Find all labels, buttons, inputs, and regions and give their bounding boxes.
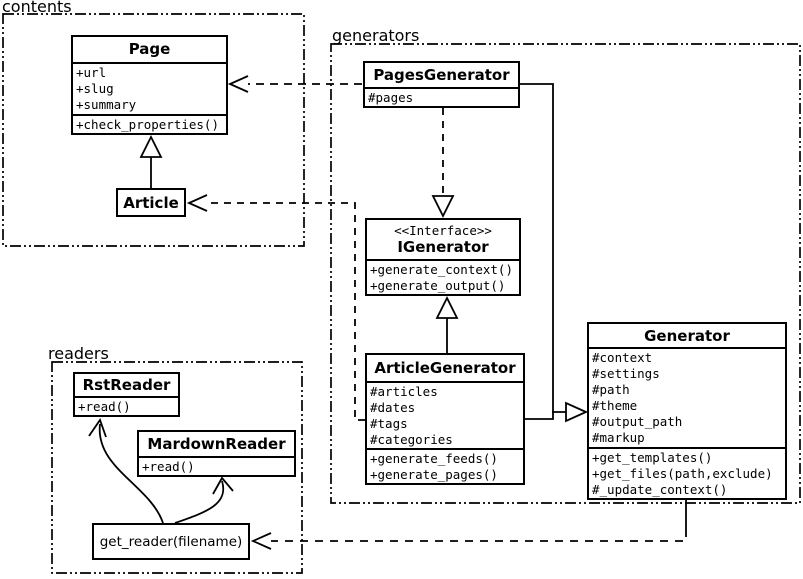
class-name: Page (128, 40, 171, 59)
realization-triangle-icon (431, 195, 455, 219)
attribute: #articles (370, 383, 438, 399)
class-box-generator: Generator #context #settings #path #them… (587, 322, 787, 500)
readers-package-border (51, 361, 303, 574)
method: +generate_context() (370, 262, 513, 277)
package-label-readers: readers (48, 344, 109, 363)
attributes-compartment: #pages (365, 87, 518, 106)
method: +read() (142, 459, 195, 474)
attributes-compartment: #articles #dates #tags #categories (367, 380, 523, 448)
open-arrowhead-icon (212, 476, 234, 495)
attribute: #dates (370, 399, 416, 415)
attribute: #tags (370, 415, 408, 431)
attribute: #pages (368, 90, 414, 105)
function-box-get-reader: get_reader(filename) (92, 523, 250, 560)
class-title: <<Interface>> IGenerator (367, 220, 519, 259)
contents-package-border (2, 13, 305, 247)
attribute: #settings (592, 366, 660, 382)
inheritance-triangle-icon (565, 401, 589, 423)
methods-compartment: +generate_context() +generate_output() (367, 259, 519, 294)
class-box-mardownreader: MardownReader +read() (137, 430, 296, 477)
inheritance-triangle-icon (139, 134, 163, 158)
method: +generate_output() (370, 278, 506, 293)
class-name: Generator (644, 326, 730, 345)
attribute: +url (76, 64, 107, 80)
attribute: #output_path (592, 414, 683, 430)
class-box-articlegenerator: ArticleGenerator #articles #dates #tags … (365, 353, 525, 485)
attribute: #markup (592, 430, 645, 446)
method: #_update_context() (592, 482, 728, 497)
class-name: Article (123, 193, 179, 212)
methods-compartment: +generate_feeds() +generate_pages() (367, 448, 523, 483)
methods-compartment: +read() (139, 456, 294, 475)
class-box-article: Article (116, 188, 186, 217)
class-box-page: Page +url +slug +summary +check_properti… (71, 35, 228, 135)
attribute: #theme (592, 398, 638, 414)
attribute: +slug (76, 80, 114, 96)
attributes-compartment: #context #settings #path #theme #output_… (589, 347, 785, 447)
generator-getreader-dependency-line (271, 529, 687, 542)
articlegenerator-generator-inheritance-line (525, 411, 554, 420)
method: +read() (78, 399, 131, 414)
realization-triangle-icon (435, 295, 459, 319)
open-arrowhead-icon (227, 75, 249, 93)
class-name: MardownReader (147, 435, 286, 453)
class-name: PagesGenerator (373, 66, 510, 84)
attributes-compartment: +url +slug +summary (73, 61, 226, 114)
articlegenerator-article-dependency-line (207, 202, 365, 421)
class-box-rstreader: RstReader +read() (73, 372, 180, 417)
class-name: IGenerator (397, 238, 489, 256)
attribute: #path (592, 382, 630, 398)
open-arrowhead-icon (186, 194, 208, 212)
attribute: #categories (370, 431, 453, 447)
methods-compartment: +read() (75, 396, 178, 415)
generators-package-border (330, 43, 801, 504)
method: +get_templates() (592, 450, 713, 465)
stereotype: <<Interface>> (394, 223, 492, 238)
method: +generate_pages() (370, 467, 498, 482)
attribute: #context (592, 350, 653, 366)
class-name: RstReader (82, 376, 171, 394)
open-arrowhead-icon (250, 532, 272, 550)
method: +check_properties() (76, 117, 219, 132)
getreader-rstreader-line (99, 423, 164, 524)
method: +generate_feeds() (370, 451, 498, 466)
class-box-igenerator: <<Interface>> IGenerator +generate_conte… (365, 218, 521, 296)
methods-compartment: +get_templates() +get_files(path,exclude… (589, 447, 785, 498)
class-name: ArticleGenerator (374, 358, 516, 377)
class-box-pagesgenerator: PagesGenerator #pages (363, 61, 520, 108)
package-label-contents: contents (2, 0, 72, 16)
method: +get_files(path,exclude) (592, 466, 773, 481)
attribute: +summary (76, 96, 137, 112)
methods-compartment: +check_properties() (73, 114, 226, 133)
function-label: get_reader(filename) (99, 533, 243, 550)
open-arrowhead-icon (88, 418, 107, 438)
pagesgenerator-generator-inheritance-line (520, 83, 566, 413)
package-label-generators: generators (332, 26, 420, 45)
getreader-mardownreader-line (174, 480, 225, 524)
